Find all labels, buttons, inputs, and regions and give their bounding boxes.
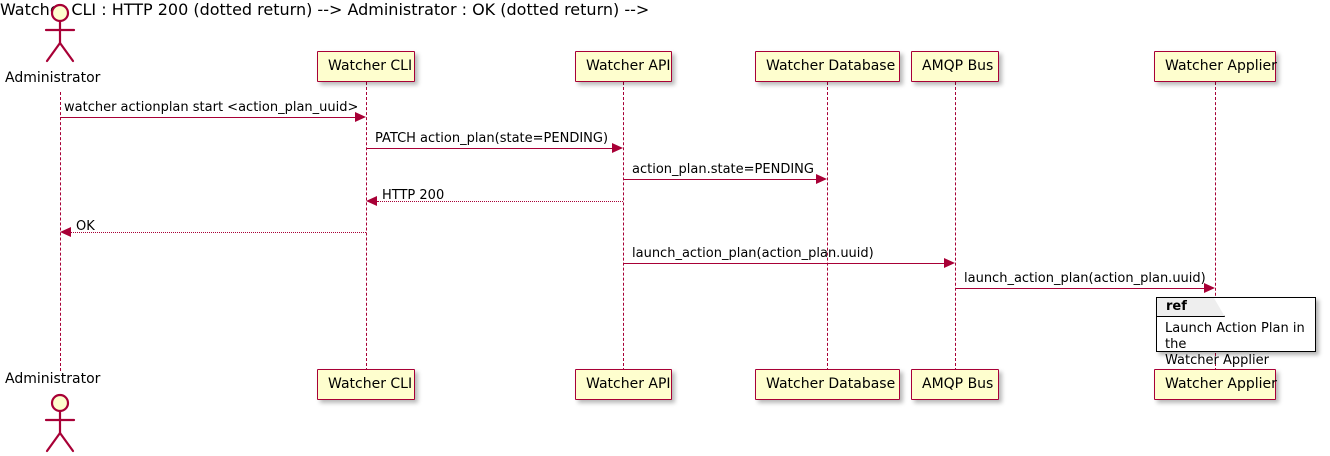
- message-label-7: launch_action_plan(action_plan.uuid): [964, 271, 1206, 286]
- message-arrowhead-2: [612, 143, 623, 153]
- message-line-6: [623, 263, 944, 264]
- message-label-2: PATCH action_plan(state=PENDING): [375, 131, 609, 146]
- participant-watcher-applier-bottom[interactable]: Watcher Applier: [1154, 369, 1277, 400]
- actor-label-administrator-top: Administrator: [5, 70, 101, 86]
- message-arrowhead-3: [816, 174, 827, 184]
- actor-figure-icon: [44, 393, 76, 453]
- actor-figure-icon: [44, 3, 76, 63]
- participant-watcher-database-top[interactable]: Watcher Database: [755, 51, 900, 82]
- participant-watcher-applier-top[interactable]: Watcher Applier: [1154, 51, 1277, 82]
- message-line-3: [623, 179, 816, 180]
- message-line-5: [71, 232, 366, 233]
- message-label-4: HTTP 200: [382, 188, 445, 203]
- message-label-3: action_plan.state=PENDING: [632, 162, 814, 177]
- lifeline-watcher-cli: [366, 82, 367, 371]
- message-label-1: watcher actionplan start <action_plan_uu…: [64, 100, 359, 115]
- actor-administrator-top: [38, 2, 84, 64]
- lifeline-watcher-api: [623, 82, 624, 371]
- message-arrowhead-6: [944, 258, 955, 268]
- participant-watcher-cli-bottom[interactable]: Watcher CLI: [317, 369, 415, 400]
- participant-watcher-database-bottom[interactable]: Watcher Database: [755, 369, 900, 400]
- ref-fragment-tab-label: ref: [1157, 298, 1225, 317]
- message-arrowhead-5: [60, 227, 71, 237]
- ref-fragment[interactable]: ref Launch Action Plan in the Watcher Ap…: [1156, 297, 1316, 368]
- message-label-5: OK: [76, 219, 95, 234]
- participant-watcher-api-bottom[interactable]: Watcher API: [575, 369, 672, 400]
- ref-fragment-text: Launch Action Plan in the Watcher Applie…: [1165, 321, 1305, 368]
- actor-administrator-bottom: [38, 392, 84, 454]
- message-arrowhead-7: [1204, 283, 1215, 293]
- message-arrowhead-4: [366, 196, 377, 206]
- participant-watcher-api-top[interactable]: Watcher API: [575, 51, 672, 82]
- message-line-7: [955, 288, 1204, 289]
- message-arrowhead-1: [355, 112, 366, 122]
- message-line-1: [60, 117, 355, 118]
- message-line-4: [377, 201, 623, 202]
- participant-amqp-bus-bottom[interactable]: AMQP Bus: [911, 369, 999, 400]
- lifeline-watcher-applier: [1215, 82, 1216, 371]
- lifeline-watcher-database: [827, 82, 828, 371]
- participant-amqp-bus-top[interactable]: AMQP Bus: [911, 51, 999, 82]
- lifeline-amqp-bus: [955, 82, 956, 371]
- message-line-2: [366, 148, 612, 149]
- message-label-6: launch_action_plan(action_plan.uuid): [632, 246, 874, 261]
- participant-watcher-cli-top[interactable]: Watcher CLI: [317, 51, 415, 82]
- actor-label-administrator-bottom: Administrator: [5, 371, 101, 387]
